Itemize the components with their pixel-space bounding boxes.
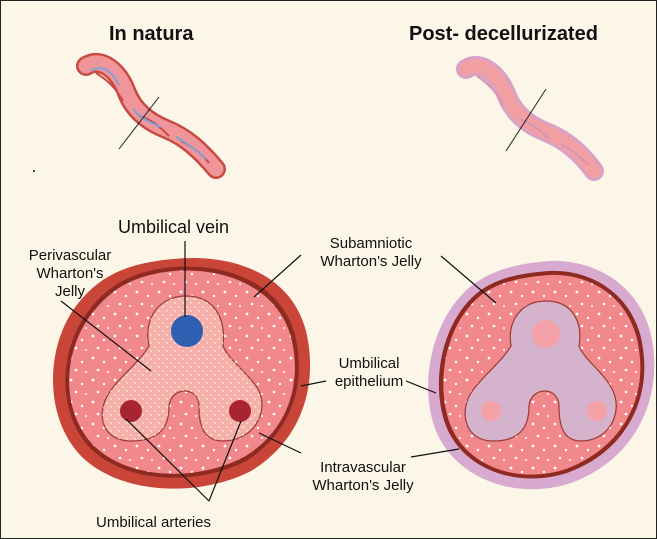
cord-in-natura: [86, 63, 216, 169]
umbilical-artery-right: [229, 400, 251, 422]
label-epithelium-line-2: epithelium: [319, 373, 419, 391]
label-subamniotic-jelly: Subamniotic Wharton's Jelly: [301, 235, 441, 271]
cord-decellularized: [466, 66, 594, 171]
label-umbilical-vein: Umbilical vein: [118, 217, 229, 238]
label-intravascular-line-1: Intravascular: [293, 459, 433, 477]
label-umbilical-arteries: Umbilical arteries: [96, 514, 211, 532]
label-perivascular-jelly: Perivascular Wharton's Jelly: [15, 247, 125, 301]
title-in-natura: In natura: [109, 23, 193, 46]
umbilical-vein-vessel: [171, 315, 203, 347]
label-subamniotic-line-1: Subamniotic: [301, 235, 441, 253]
label-intravascular-jelly: Intravascular Wharton's Jelly: [293, 459, 433, 495]
cross-section-decellularized: [428, 261, 654, 489]
label-umbilical-epithelium: Umbilical epithelium: [319, 355, 419, 391]
title-post-decellularized: Post- decellurizated: [409, 23, 598, 46]
label-epithelium-line-1: Umbilical: [319, 355, 419, 373]
label-perivascular-line-2: Wharton's: [15, 265, 125, 283]
label-subamniotic-line-2: Wharton's Jelly: [301, 253, 441, 271]
label-perivascular-line-3: Jelly: [15, 283, 125, 301]
label-perivascular-line-1: Perivascular: [15, 247, 125, 265]
label-intravascular-line-2: Wharton's Jelly: [293, 477, 433, 495]
umbilical-artery-left: [120, 400, 142, 422]
